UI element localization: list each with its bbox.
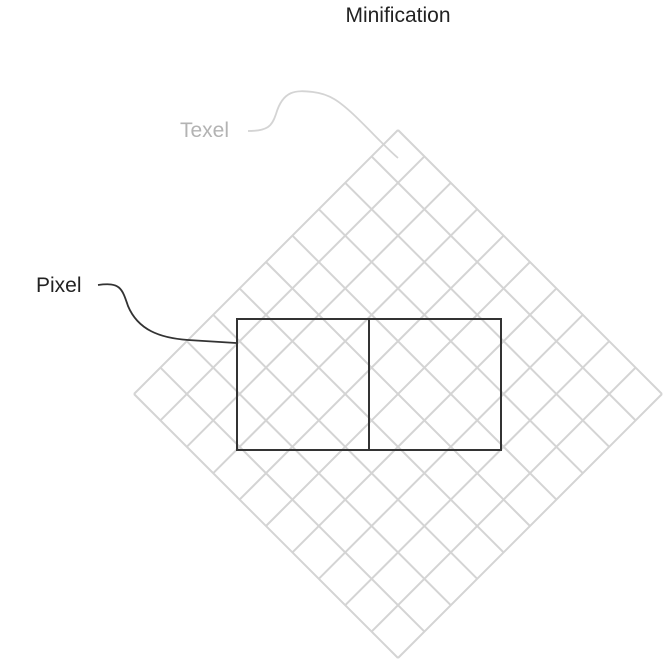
texel-grid-line <box>291 287 558 554</box>
pixel-leader-line <box>97 283 237 344</box>
texel-grid-line <box>159 366 426 633</box>
diagram-title: Minification <box>345 4 450 27</box>
texel-grid-line <box>186 340 452 606</box>
texel-grid <box>133 129 663 659</box>
pixel-cell <box>368 318 502 451</box>
texel-leader-line <box>247 90 399 159</box>
texel-grid-line <box>318 314 584 580</box>
texel-grid-line <box>397 393 663 659</box>
texel-grid-line <box>133 393 399 659</box>
pixel-label: Pixel <box>36 274 82 297</box>
texel-grid-line <box>344 340 610 606</box>
texel-grid-line <box>265 261 531 527</box>
texel-grid-line <box>238 287 505 554</box>
pixel-grid <box>236 318 502 451</box>
texel-grid-line <box>370 366 637 633</box>
texel-grid-line <box>212 314 478 580</box>
texel-label: Texel <box>180 119 229 142</box>
